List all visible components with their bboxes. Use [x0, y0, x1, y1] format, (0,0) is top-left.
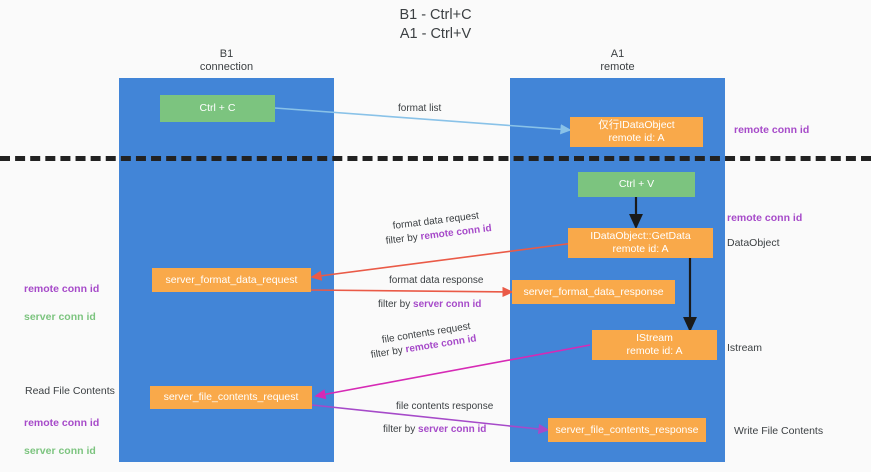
label-left-remote-conn-id-2: remote conn id — [24, 417, 100, 429]
edge-label-format-list: format list — [398, 103, 442, 114]
arrow-file-contents-request — [314, 344, 591, 400]
node-idataobject[interactable]: 仅行IDataObject remote id: A — [570, 117, 703, 147]
label-right-istream: Istream — [727, 342, 763, 354]
node-server-file-contents-request[interactable]: server_file_contents_request — [150, 386, 312, 409]
label-right-remote-conn-id-top: remote conn id — [734, 124, 810, 136]
filter-value: server conn id — [418, 424, 487, 435]
label-right-write-file-contents: Write File Contents — [734, 425, 824, 437]
arrow-file-contents-response — [311, 404, 550, 435]
label-left-conn-ids-top: remote conn id server conn id — [24, 268, 99, 338]
phase-divider — [0, 156, 871, 161]
label-left-server-conn-id-2: server conn id — [24, 445, 96, 457]
page-title: B1 - Ctrl+C A1 - Ctrl+V — [399, 7, 472, 42]
label-left-conn-ids-bottom: remote conn id server conn id — [24, 402, 99, 472]
filter-prefix: filter by — [383, 424, 419, 435]
edge-label-format-data-response: format data response — [389, 275, 484, 286]
node-server-file-contents-response[interactable]: server_file_contents_response — [548, 418, 706, 442]
label-left-server-conn-id: server conn id — [24, 311, 96, 323]
node-idataobject-getdata[interactable]: IDataObject::GetData remote id: A — [568, 228, 713, 258]
label-right-dataobject: DataObject — [727, 237, 780, 249]
filter-value: server conn id — [413, 299, 482, 310]
arrow-format-data-request — [310, 242, 575, 281]
label-left-read-file-contents: Read File Contents — [25, 385, 115, 397]
label-left-remote-conn-id: remote conn id — [24, 283, 100, 295]
node-server-format-data-response[interactable]: server_format_data_response — [512, 280, 675, 304]
filter-prefix: filter by — [378, 299, 414, 310]
arrow-format-list — [274, 107, 572, 135]
arrow-format-data-response — [309, 286, 514, 298]
lane-header-b1: B1 connection — [199, 48, 254, 73]
node-ctrl-c[interactable]: Ctrl + C — [160, 95, 275, 122]
node-istream[interactable]: IStream remote id: A — [592, 330, 717, 360]
edge-label-format-data-response-filter: filter by server conn id — [378, 298, 481, 311]
lane-header-a1: A1 remote — [600, 48, 635, 73]
edge-label-file-contents-response-filter: filter by server conn id — [383, 423, 486, 436]
edge-label-file-contents-response: file contents response — [396, 401, 494, 412]
node-server-format-data-request[interactable]: server_format_data_request — [152, 268, 311, 292]
label-right-remote-conn-id-mid: remote conn id — [727, 212, 803, 224]
node-ctrl-v[interactable]: Ctrl + V — [578, 172, 695, 197]
